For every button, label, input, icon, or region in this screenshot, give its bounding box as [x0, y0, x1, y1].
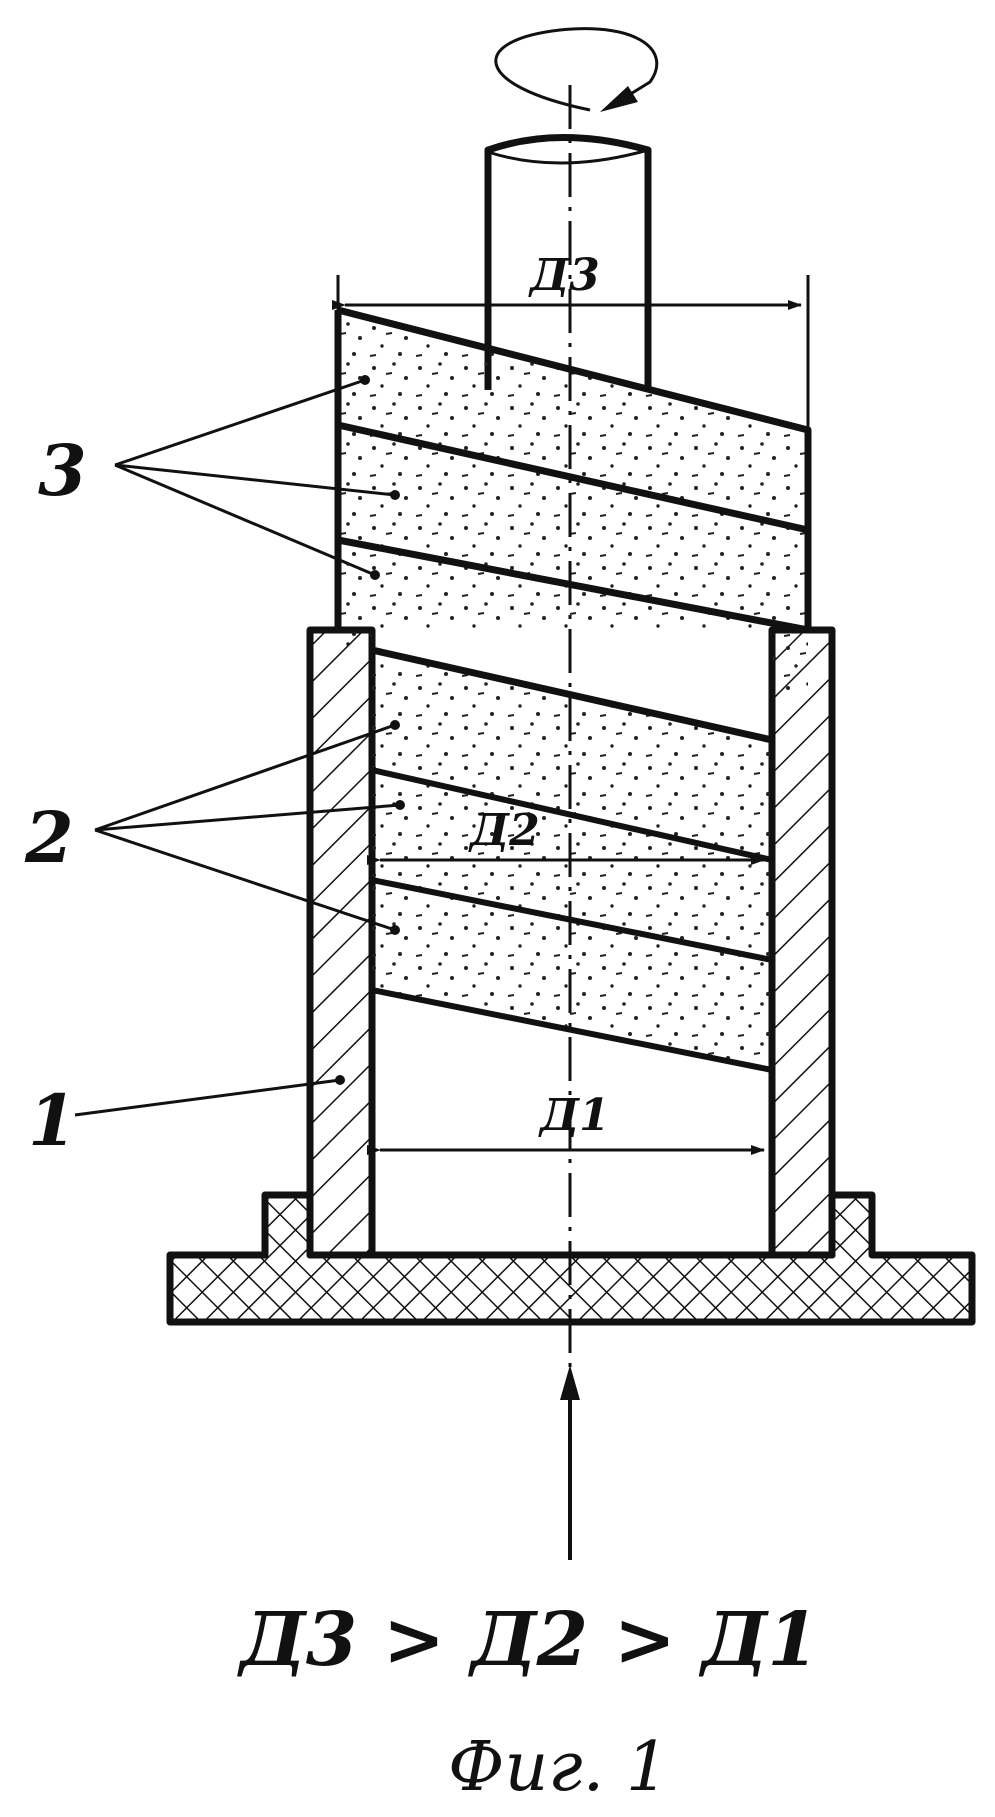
label-part-2: 2 — [24, 796, 74, 879]
dimension-d1: Д1 — [380, 1090, 764, 1150]
dimension-relation-formula: Д3 > Д2 > Д1 — [237, 1597, 819, 1683]
body-left-wall — [310, 630, 372, 1255]
upper-layers-3 — [338, 310, 808, 690]
figure-caption: Фиг. 1 — [448, 1728, 669, 1807]
rotation-arrow-icon — [496, 29, 657, 112]
label-part-1: 1 — [28, 1079, 77, 1162]
d2-label: Д2 — [468, 805, 540, 856]
d3-label: Д3 — [528, 250, 600, 301]
body-right-wall — [772, 630, 832, 1255]
label-part-3: 3 — [38, 429, 87, 512]
d1-label: Д1 — [538, 1090, 610, 1141]
leader-line-1: 1 — [28, 1075, 345, 1162]
feed-arrow-icon — [560, 1365, 580, 1560]
